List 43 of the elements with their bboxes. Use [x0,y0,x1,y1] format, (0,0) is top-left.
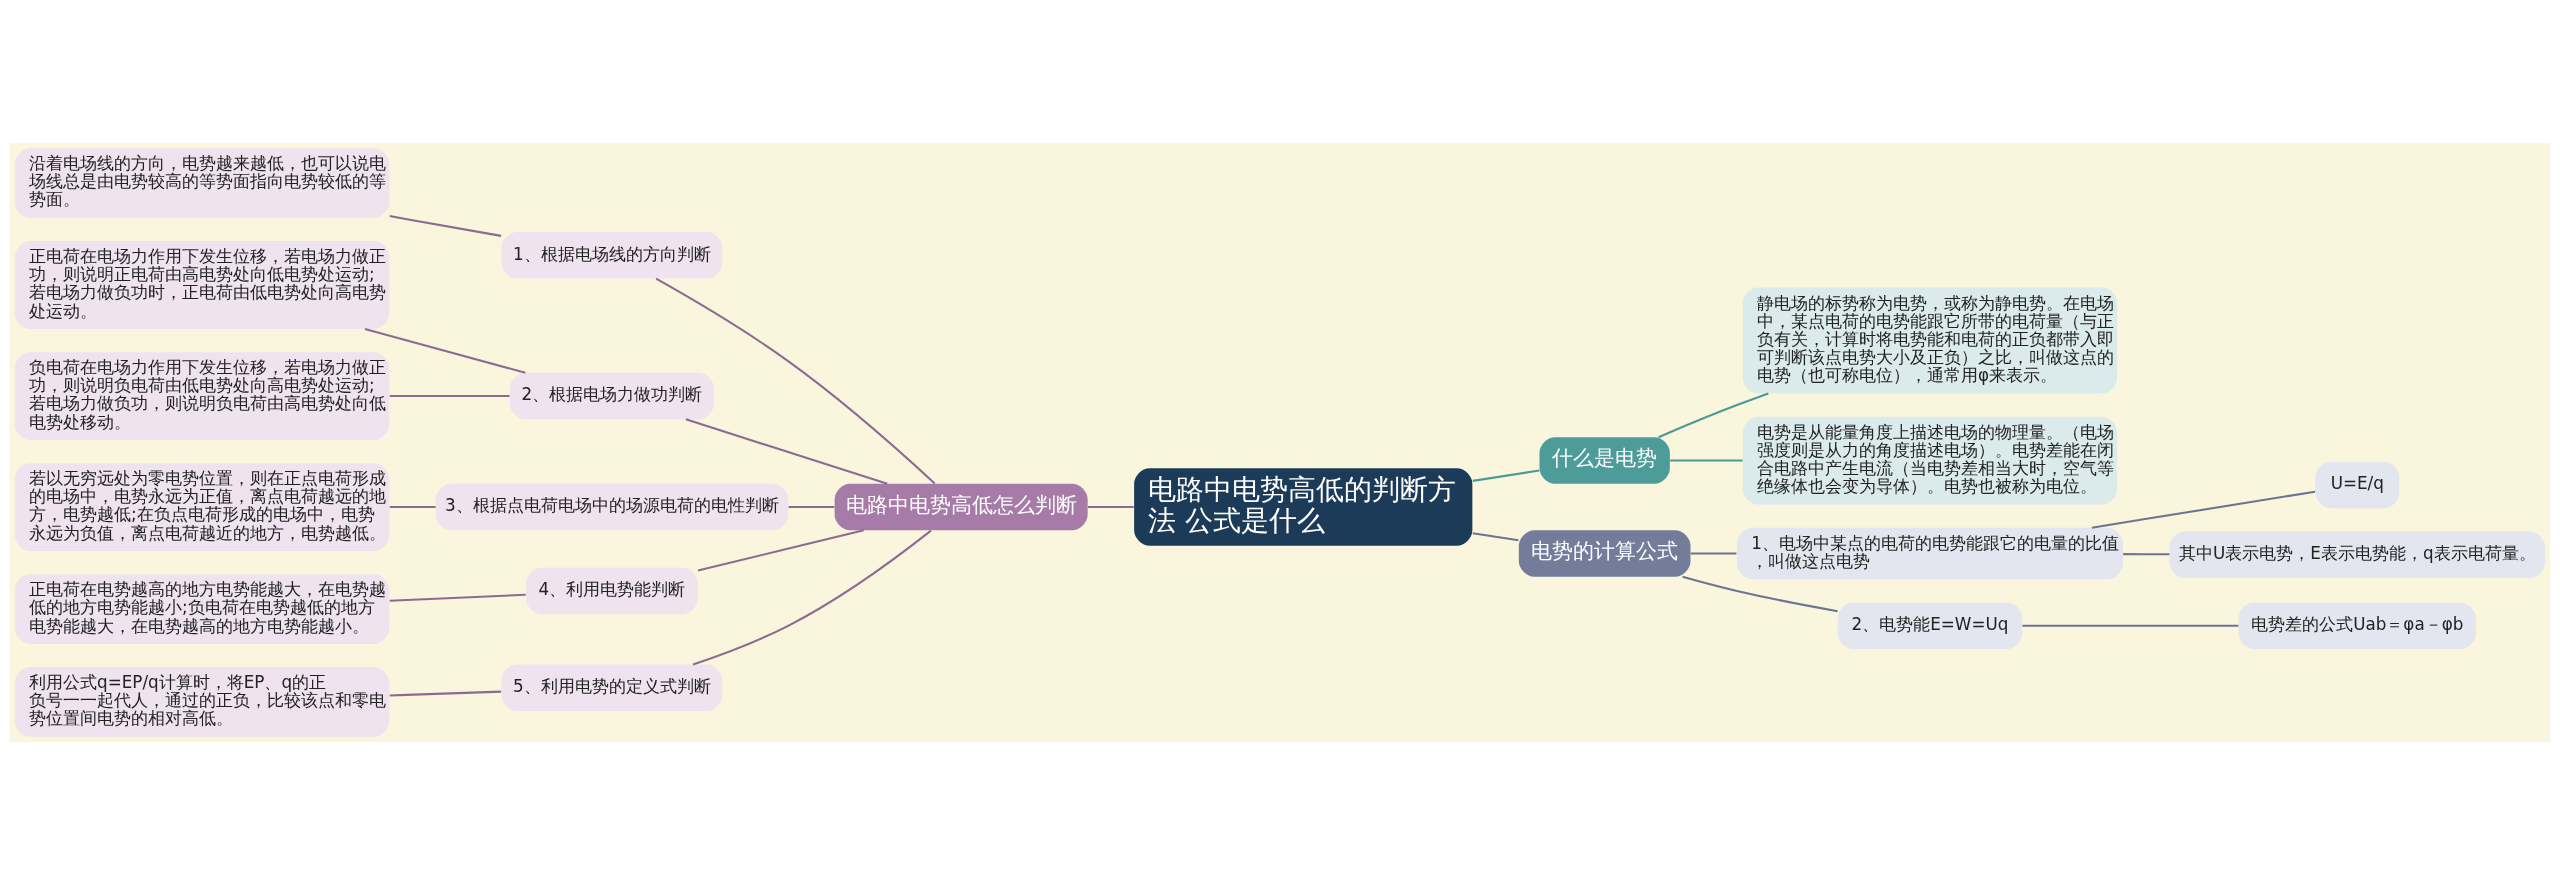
node-box: U=E/q [2315,461,2400,509]
node-box: 4、利用电势能判断 [526,567,698,615]
node-box: 电路中电势高低的判断方法 公式是什么 [1134,468,1473,546]
node-box: 电势的计算公式 [1518,530,1691,577]
node-box: 电路中电势高低怎么判断 [834,483,1088,531]
connector [389,215,502,237]
connector [2091,490,2316,529]
node-box: 电势差的公式Uab＝φa－φb [2238,602,2477,650]
connector [692,529,932,666]
connector [1670,459,1743,462]
node-box: 若以无穷远处为零电势位置，则在正点电荷形成的电场中，电势永远为正值，离点电荷越远的地方，电势越低;在负点电荷形成的电场中，电势永远为负值，离点电荷越近的地方，电势越低。 [14,463,390,551]
connector [1472,532,1519,542]
node-box: 沿着电场线的方向，电势越来越低，也可以说电场线总是由电势较高的等势面指向电势较低的等势面。 [14,148,390,218]
node-box: 静电场的标势称为电势，或称为静电势。在电场中，某点电荷的电势能跟它所带的电荷量（与正负有关，计算时将电势能和电荷的正负都带入即可判断该点电势大小及正负）之比，叫做这点的电势（也可称电位），通常用φ来表示。 [1742,287,2118,394]
node-box: 什么是电势 [1539,437,1670,484]
connector [2123,553,2170,556]
connector [788,506,835,509]
connector [1472,469,1540,482]
connector [389,506,436,509]
connector [1087,506,1134,509]
connector [389,395,510,398]
connector [1682,575,1838,613]
connector [1658,392,1769,439]
node-box: 负电荷在电场力作用下发生位移，若电场力做正功，则说明负电荷由低电势处向高电势处运动;若电场力做负功，则说明负电荷由高电势处向低电势处移动。 [14,352,390,440]
connector [1690,552,1737,555]
node-box: 3、根据点电荷电场中的场源电荷的电性判断 [435,483,789,531]
connector [685,418,888,485]
node-box: 1、根据电场线的方向判断 [501,232,723,279]
node-box: 2、根据电场力做功判断 [509,372,714,420]
node-box: 正电荷在电势越高的地方电势能越大，在电势越低的地方电势能越小;负电荷在电势越低的地方电势能越大，在电势越高的地方电势能越小。 [14,574,390,644]
connector [389,593,526,602]
node-box: 1、电场中某点的电荷的电势能跟它的电量的比值，叫做这点电势 [1737,527,2123,580]
connector [655,277,936,485]
node-box: 利用公式q=EP/q计算时，将EP、q的正负号一一起代人，通过的正负，比较该点和零电势位置间电势的相对高低。 [14,667,390,737]
connector [697,529,864,572]
connector [364,328,526,374]
connector [2022,624,2239,627]
node-box: 5、利用电势的定义式判断 [501,664,723,711]
connector [389,690,502,697]
node-box: 其中U表示电势，E表示电势能，q表示电荷量。 [2169,531,2546,579]
node-box: 电势是从能量角度上描述电场的物理量。（电场强度则是从力的角度描述电场）。电势差能在闭合电路中产生电流（当电势差相当大时，空气等绝缘体也会变为导体）。电势也被称为电位。 [1742,416,2118,505]
node-box: 2、电势能E=W=Uq [1837,602,2023,650]
node-box: 正电荷在电场力作用下发生位移，若电场力做正功，则说明正电荷由高电势处向低电势处运动;若电场力做负功时，正电荷由低电势处向高电势处运动。 [14,241,390,329]
